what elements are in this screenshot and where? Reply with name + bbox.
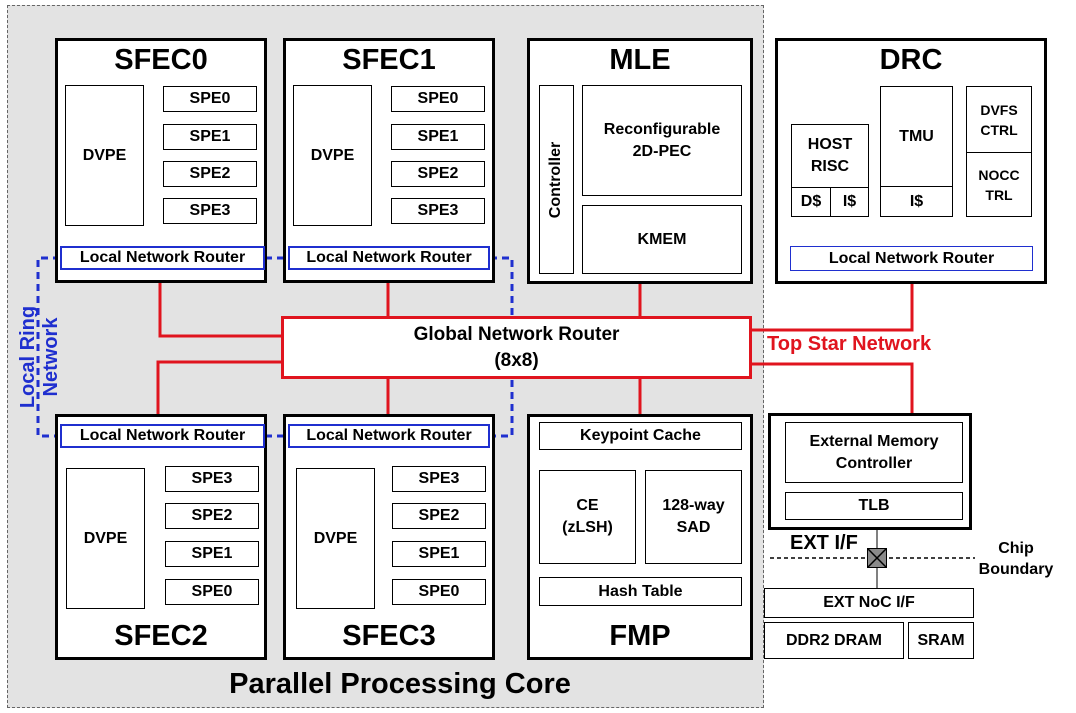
sfec3-dvpe: DVPE xyxy=(296,468,375,609)
sfec2-spe3: SPE3 xyxy=(165,466,259,492)
mle-controller: Controller xyxy=(539,85,574,274)
ext-noc-if: EXT NoC I/F xyxy=(764,588,974,618)
drc-host-line1: HOST xyxy=(807,136,853,153)
emc-line1: External Memory xyxy=(809,432,939,450)
local-ring-network-label: Local Ring Network xyxy=(17,305,62,409)
sfec0-spe0: SPE0 xyxy=(163,86,257,112)
sfec3-local-network-router: Local Network Router xyxy=(288,424,490,448)
sfec1-title: SFEC1 xyxy=(342,44,436,76)
drc-host-risc: HOST RISC xyxy=(791,124,869,188)
chip-line2: Boundary xyxy=(978,561,1054,578)
mle-controller-label: Controller xyxy=(547,141,565,218)
emc-tlb: TLB xyxy=(785,492,963,520)
ext-if-label: EXT I/F xyxy=(790,532,858,554)
sram: SRAM xyxy=(908,622,974,659)
sfec0-spe1: SPE1 xyxy=(163,124,257,150)
drc-dvfs-line2: CTRL xyxy=(980,121,1018,138)
mle-title: MLE xyxy=(609,44,671,76)
chip-boundary-label: Chip Boundary xyxy=(968,538,1064,580)
sfec3-title: SFEC3 xyxy=(342,620,436,652)
sfec2-spe1: SPE1 xyxy=(165,541,259,567)
sfec1-spe2: SPE2 xyxy=(391,161,485,187)
fmp-hash-table: Hash Table xyxy=(539,577,742,606)
emc-line2: Controller xyxy=(835,454,913,472)
sfec3-spe2: SPE2 xyxy=(392,503,486,529)
gnr-line2: (8x8) xyxy=(494,349,539,371)
fmp-title: FMP xyxy=(609,620,671,652)
drc-nocc-line2: TRL xyxy=(985,186,1013,203)
fmp-128-way-sad: 128-way SAD xyxy=(645,470,742,564)
drc-dvfs-ctrl: DVFS CTRL xyxy=(966,86,1032,153)
sfec2-title: SFEC2 xyxy=(114,620,208,652)
sfec1-local-network-router: Local Network Router xyxy=(288,246,490,270)
sfec1-spe3: SPE3 xyxy=(391,198,485,224)
gnr-line1: Global Network Router xyxy=(413,323,620,345)
mle-pec-line1: Reconfigurable xyxy=(603,120,721,138)
sfec0-spe2: SPE2 xyxy=(163,161,257,187)
star-link-emc xyxy=(752,362,914,413)
sfec1-spe0: SPE0 xyxy=(391,86,485,112)
mle-reconfigurable-2d-pec: Reconfigurable 2D-PEC xyxy=(582,85,742,196)
sfec3-spe3: SPE3 xyxy=(392,466,486,492)
sfec2-local-network-router: Local Network Router xyxy=(60,424,265,448)
fmp-sad-line2: SAD xyxy=(676,519,711,536)
sfec0-title: SFEC0 xyxy=(114,44,208,76)
drc-local-network-router: Local Network Router xyxy=(790,246,1033,271)
drc-title: DRC xyxy=(879,44,943,76)
fmp-sad-line1: 128-way xyxy=(662,497,725,514)
fmp-ce-line1: CE xyxy=(576,497,599,514)
sfec0-dvpe: DVPE xyxy=(65,85,144,226)
fmp-ce-zlsh: CE (zLSH) xyxy=(539,470,636,564)
fmp-keypoint-cache: Keypoint Cache xyxy=(539,422,742,450)
drc-nocc-line1: NOCC xyxy=(978,166,1020,183)
sfec3-spe1: SPE1 xyxy=(392,541,486,567)
star-link-drc xyxy=(752,277,914,332)
drc-host-line2: RISC xyxy=(810,158,850,175)
sfec2-spe0: SPE0 xyxy=(165,579,259,605)
emc-controller: External Memory Controller xyxy=(785,422,963,483)
sfec2-dvpe: DVPE xyxy=(66,468,145,609)
sfec2-block: SFEC2 xyxy=(55,414,267,660)
drc-nocc-trl: NOCC TRL xyxy=(966,152,1032,217)
mle-kmem: KMEM xyxy=(582,205,742,274)
chip-line1: Chip xyxy=(998,540,1034,557)
drc-tmu: TMU xyxy=(880,86,953,187)
top-star-network-label: Top Star Network xyxy=(767,333,932,355)
sfec3-spe0: SPE0 xyxy=(392,579,486,605)
global-network-router: Global Network Router (8x8) xyxy=(281,316,752,379)
ext-if-pad-icon xyxy=(866,547,887,568)
sfec1-spe1: SPE1 xyxy=(391,124,485,150)
drc-host-icache: I$ xyxy=(830,187,869,217)
drc-tmu-icache: I$ xyxy=(880,186,953,217)
sfec0-spe3: SPE3 xyxy=(163,198,257,224)
sfec0-local-network-router: Local Network Router xyxy=(60,246,265,270)
drc-dvfs-line1: DVFS xyxy=(980,101,1018,118)
parallel-processing-core-label: Parallel Processing Core xyxy=(229,668,571,700)
drc-host-dcache: D$ xyxy=(791,187,831,217)
mle-pec-line2: 2D-PEC xyxy=(632,142,692,160)
sfec1-dvpe: DVPE xyxy=(293,85,372,226)
ddr2-dram: DDR2 DRAM xyxy=(764,622,904,659)
fmp-ce-line2: (zLSH) xyxy=(562,519,613,536)
sfec2-spe2: SPE2 xyxy=(165,503,259,529)
